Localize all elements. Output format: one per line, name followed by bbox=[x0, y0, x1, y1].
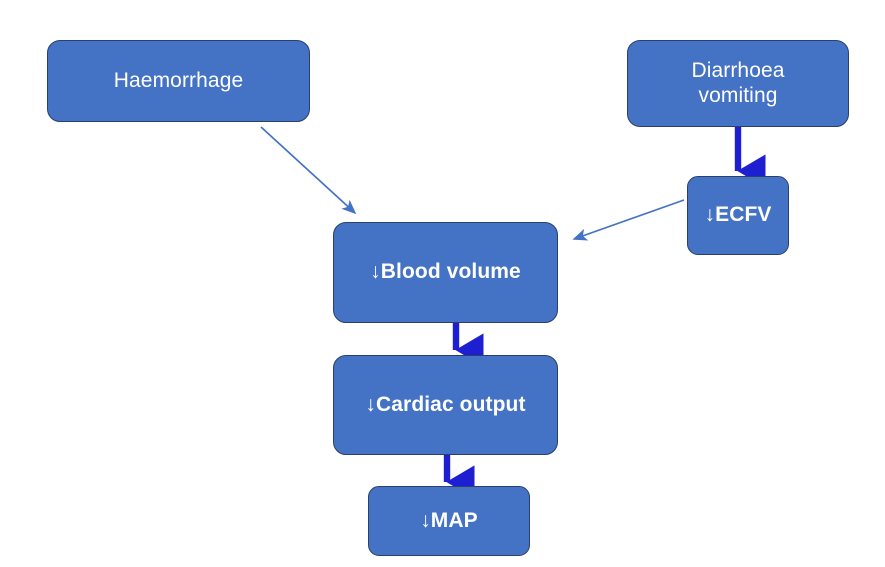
node-map-label: ↓MAP bbox=[420, 508, 478, 532]
node-diarrhoea-vomiting-label: Diarrhoea vomiting bbox=[691, 58, 785, 107]
node-blood-volume[interactable]: ↓Blood volume bbox=[333, 222, 558, 323]
node-cardiac-output[interactable]: ↓Cardiac output bbox=[333, 355, 558, 455]
edge-ecfv-to-blood-volume bbox=[572, 199, 685, 241]
node-ecfv-label: ↓ECFV bbox=[704, 203, 772, 227]
node-map[interactable]: ↓MAP bbox=[368, 486, 530, 556]
node-blood-volume-label: ↓Blood volume bbox=[370, 260, 521, 284]
node-haemorrhage[interactable]: Haemorrhage bbox=[47, 40, 310, 122]
edge-haemorrhage-to-blood-volume bbox=[260, 126, 357, 215]
node-cardiac-output-label: ↓Cardiac output bbox=[365, 392, 526, 416]
node-ecfv[interactable]: ↓ECFV bbox=[687, 176, 789, 255]
node-diarrhoea-vomiting[interactable]: Diarrhoea vomiting bbox=[627, 40, 849, 127]
node-haemorrhage-label: Haemorrhage bbox=[113, 68, 244, 92]
